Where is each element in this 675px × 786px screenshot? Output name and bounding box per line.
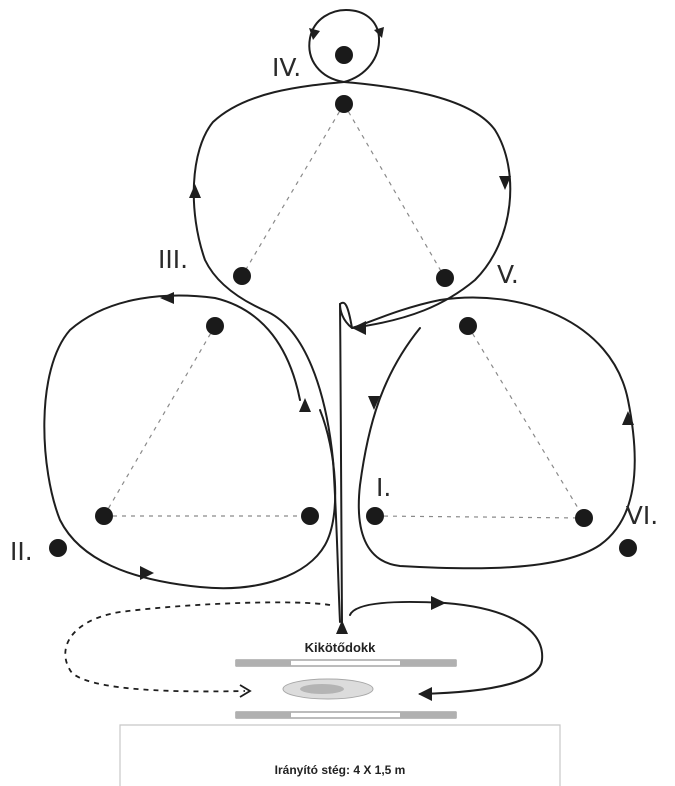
course-path	[43, 9, 636, 695]
buoy-left-base-inner	[301, 507, 319, 525]
dock-label: Kikötődokk	[305, 640, 377, 655]
buoy-left-top	[206, 317, 224, 335]
arrow-left-loop-inner	[299, 398, 311, 412]
arrow-right-loop-outer	[622, 411, 634, 425]
control-pier-label: Irányító stég: 4 X 1,5 m	[275, 763, 406, 777]
arrow-centre-junction	[352, 321, 366, 335]
arrow-left-loop-bottom	[140, 566, 154, 580]
right-loop	[339, 296, 636, 570]
arrow-top-right-descending	[499, 176, 511, 190]
small-loop-iv	[308, 9, 381, 83]
direction-arrows	[140, 27, 634, 701]
label-v: V.	[497, 260, 519, 289]
dashed-approach-loop	[64, 601, 331, 693]
buoy-iv-apex	[335, 95, 353, 113]
arrow-small-loop-left	[309, 28, 320, 40]
dock-rail-top-shade-right	[400, 660, 456, 666]
arrow-dock-right	[431, 596, 446, 610]
buoy-right-base	[575, 509, 593, 527]
dock-return-loop	[349, 600, 544, 695]
buoys	[49, 46, 637, 557]
buoy-right-top	[459, 317, 477, 335]
label-i: I.	[376, 473, 391, 502]
buoy-ii	[49, 539, 67, 557]
arrow-dashed-approach	[239, 684, 252, 698]
guide-line-right-base	[374, 515, 585, 519]
label-iii: III.	[158, 245, 188, 274]
label-ii: II.	[10, 537, 33, 566]
dock-rail-bottom-shade-right	[400, 712, 456, 718]
guide-line-left-diagonal	[103, 325, 216, 517]
dock: Kikötődokk	[235, 640, 457, 719]
guide-lines	[103, 103, 585, 519]
buoy-labels: IV. III. V. I. II. VI.	[10, 53, 658, 566]
top-loop	[339, 81, 512, 329]
arrow-right-loop-inner	[368, 396, 380, 410]
arrow-top-left-ascending	[189, 184, 201, 198]
buoy-v	[436, 269, 454, 287]
docked-boat-detail	[300, 684, 344, 694]
buoy-i	[366, 507, 384, 525]
arrow-small-loop-right	[374, 27, 384, 38]
dock-rail-top-shade-left	[236, 660, 291, 666]
stem-to-dock	[339, 303, 343, 626]
arrow-left-loop-top	[160, 292, 174, 304]
label-iv: IV.	[272, 53, 301, 82]
guide-line-right-diagonal	[467, 325, 585, 519]
guide-line-top-right	[343, 103, 446, 279]
guide-line-top-left	[241, 103, 345, 277]
dock-rail-bottom-shade-left	[236, 712, 291, 718]
label-vi: VI.	[626, 501, 658, 530]
buoy-left-base-outer	[95, 507, 113, 525]
buoy-iii	[233, 267, 251, 285]
control-pier-outline	[119, 724, 561, 786]
arrow-dock-up	[336, 620, 348, 634]
buoy-vi	[619, 539, 637, 557]
top-loop-left-side	[192, 81, 345, 623]
buoy-iv-top	[335, 46, 353, 64]
arrow-dock-return	[418, 687, 432, 701]
left-loop	[43, 294, 337, 590]
control-pier: Irányító stég: 4 X 1,5 m	[119, 724, 561, 786]
